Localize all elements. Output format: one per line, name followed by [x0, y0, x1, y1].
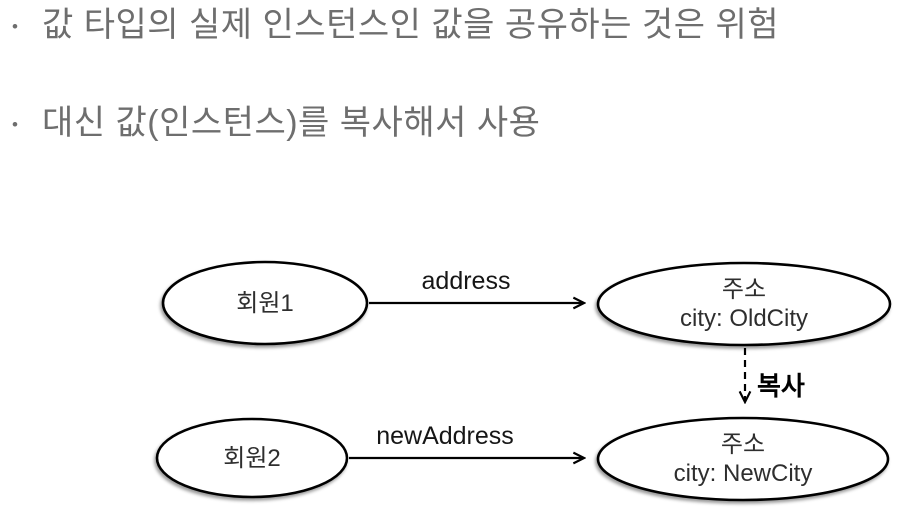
node-attr-address-new: city: NewCity [674, 460, 813, 487]
edge-label-copy: 복사 [757, 371, 805, 401]
bullet-text: 대신 값(인스턴스)를 복사해서 사용 [42, 104, 541, 142]
edge-new-address: newAddress [349, 422, 583, 458]
bullet-dot: • [12, 17, 19, 36]
node-attr-address-old: city: OldCity [680, 305, 808, 332]
node-member1: 회원1 [161, 260, 369, 346]
node-address-old: 주소 city: OldCity [596, 261, 892, 347]
node-label-member1: 회원1 [236, 290, 294, 317]
bullet-item-share-risk: • 값 타입의 실제 인스턴스인 값을 공유하는 것은 위험 [8, 6, 779, 45]
bullet-text: 값 타입의 실제 인스턴스인 값을 공유하는 것은 위험 [42, 6, 780, 44]
edge-copy: 복사 [745, 348, 805, 401]
bullet-item-copy-instead: • 대신 값(인스턴스)를 복사해서 사용 [8, 104, 540, 143]
bullet-dot: • [12, 115, 19, 134]
node-member2: 회원2 [155, 417, 349, 499]
node-label-member2: 회원2 [223, 445, 281, 472]
edge-address: address [369, 267, 583, 303]
edge-label-address: address [422, 267, 511, 295]
node-address-new: 주소 city: NewCity [596, 416, 890, 502]
node-title-address-new: 주소 [721, 431, 765, 458]
edge-label-new-address: newAddress [376, 422, 514, 450]
node-title-address-old: 주소 [722, 276, 766, 303]
